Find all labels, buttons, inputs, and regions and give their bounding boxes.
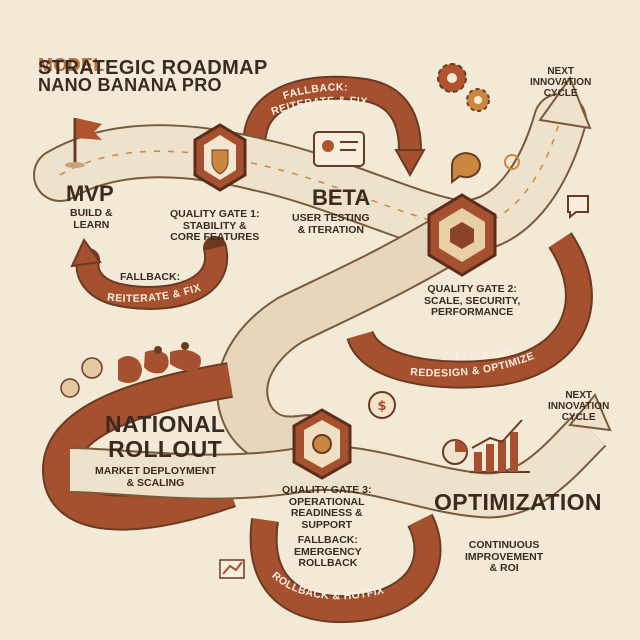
gate-1-hexagon — [193, 123, 247, 192]
fallback-bottom-label: FALLBACK: EMERGENCY ROLLBACK — [294, 534, 362, 570]
stage-mvp-subtitle: BUILD & LEARN — [70, 207, 113, 231]
svg-text:$: $ — [377, 399, 386, 414]
gate-2-hexagon — [427, 193, 497, 277]
fallback-left-label: FALLBACK: — [120, 271, 181, 283]
stage-mvp-title: MVP — [66, 181, 114, 206]
stage-national-title: NATIONAL ROLLOUT — [105, 411, 226, 463]
stage-optimization-subtitle: CONTINUOUS IMPROVEMENT & ROI — [465, 539, 544, 575]
next-cycle-top: NEXT INNOVATION CYCLE — [530, 66, 592, 99]
flag-icon — [65, 118, 102, 168]
next-cycle-bottom: NEXT INNOVATION CYCLE — [548, 390, 610, 423]
gate-3-hexagon — [292, 408, 352, 480]
world-map-icon — [60, 342, 201, 399]
stage-optimization-title: OPTIMIZATION — [434, 489, 602, 515]
stage-beta-subtitle: USER TESTING & ITERATION — [292, 212, 370, 236]
fallback-arrow-top — [243, 75, 426, 178]
stage-national-subtitle: MARKET DEPLOYMENT & SCALING — [95, 465, 216, 489]
dollar-icon: $ — [368, 391, 396, 419]
trend-icon — [219, 559, 245, 579]
page-title: STRATEGIC ROADMAP — [38, 57, 268, 79]
gate-2-label: QUALITY GATE 2: SCALE, SECURITY, PERFORM… — [424, 283, 521, 319]
gate-1-label: QUALITY GATE 1: STABILITY & CORE FEATURE… — [170, 208, 260, 244]
main-ribbon-upper — [33, 75, 592, 254]
fallback-loop-bottom — [249, 513, 442, 624]
model-heading: MODEL: NANO BANANA PRO — [38, 36, 222, 95]
fallback-loop-middle — [346, 232, 593, 389]
gears-icon — [437, 63, 490, 112]
profile-card-icon — [313, 131, 365, 167]
main-ribbon-diagonal — [216, 203, 485, 468]
stage-beta-title: BETA — [312, 185, 371, 210]
model-label: MODEL: — [38, 54, 111, 75]
gate-3-label: QUALITY GATE 3: OPERATIONAL READINESS & … — [282, 484, 372, 531]
chat-bubble-icon — [451, 152, 589, 220]
bar-chart-icon — [442, 419, 530, 473]
model-name: NANO BANANA PRO — [38, 74, 222, 95]
fallback-arrow-left — [70, 236, 229, 310]
